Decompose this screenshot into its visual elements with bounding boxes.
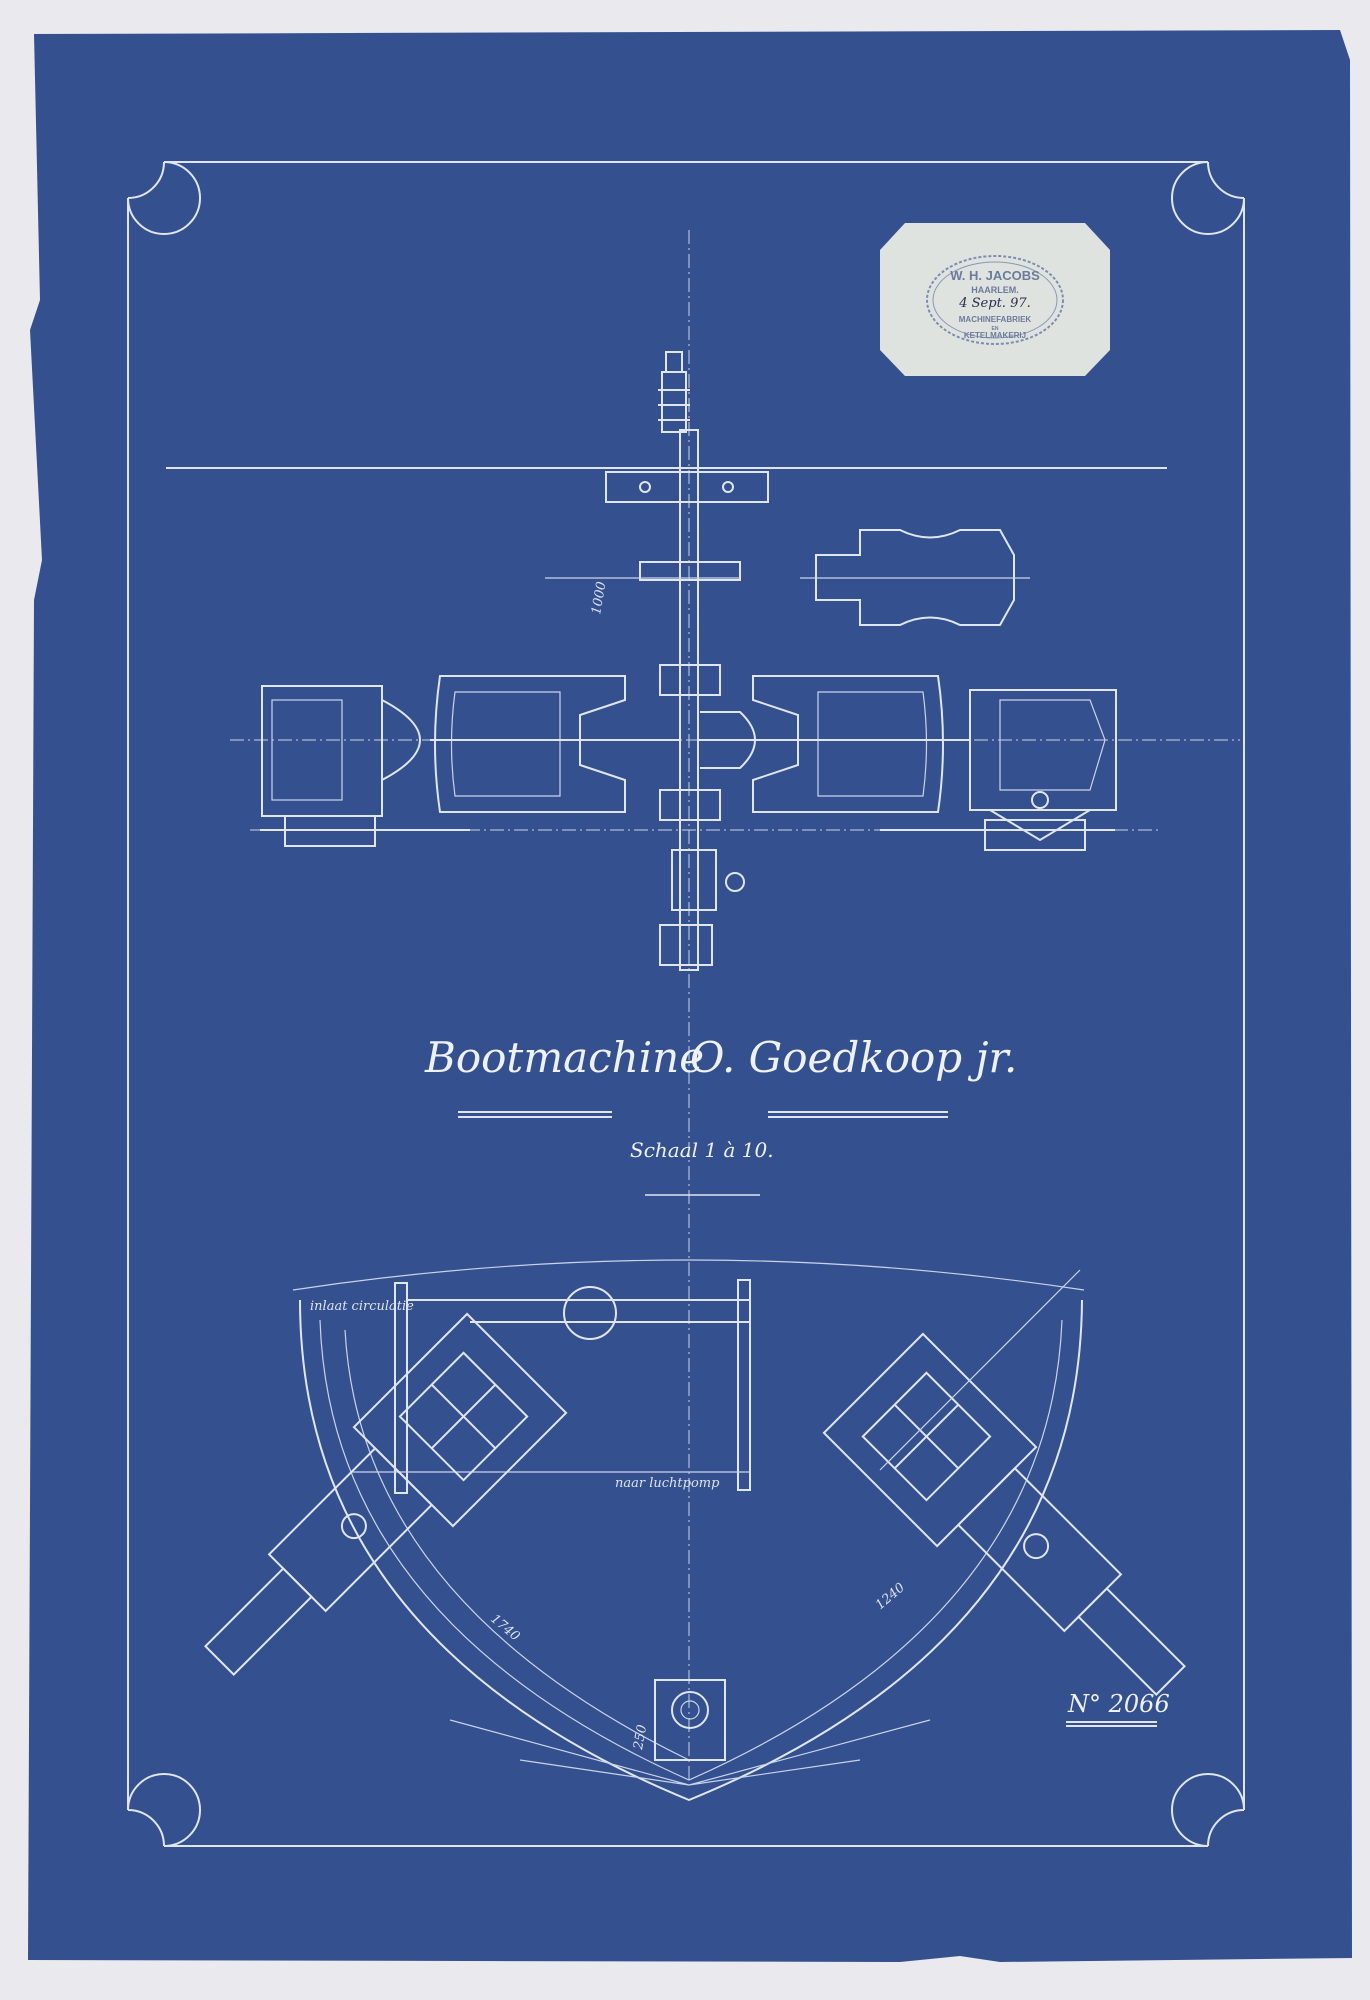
stamp-company: W. H. JACOBS <box>950 268 1040 283</box>
dimension-label-top: 1000 <box>589 580 610 615</box>
blueprint-paper <box>28 30 1352 1962</box>
number-underline <box>1066 1721 1157 1727</box>
drawing-number: N° 2066 <box>1067 1690 1170 1718</box>
stamp-line2: EN <box>992 326 999 332</box>
stamp-city: HAARLEM. <box>971 285 1019 295</box>
pump-label: naar luchtpomp <box>615 1476 720 1491</box>
section-view-drawing: inlaat circulatie naar luchtpomp 1740 12… <box>204 1259 1186 1802</box>
plan-view-drawing: 1000 <box>230 351 1240 971</box>
scale-label: Schaal 1 à 10. <box>630 1138 774 1162</box>
stamp-date: 4 Sept. 97. <box>958 296 1031 311</box>
title-underlines <box>458 1111 948 1196</box>
drawing-title-left: Bootmachine <box>424 1033 704 1082</box>
decorative-frame <box>127 161 1245 1847</box>
drawing-title-right: O. Goedkoop jr. <box>690 1033 1017 1082</box>
stamp-line1: MACHINEFABRIEK <box>959 315 1032 324</box>
stamp-line3: KETELMAKERIJ <box>964 331 1026 340</box>
inlet-label: inlaat circulatie <box>310 1299 414 1314</box>
dimension-label-bottom: 250 <box>631 1724 650 1752</box>
maker-stamp-label: W. H. JACOBS HAARLEM. 4 Sept. 97. MACHIN… <box>880 223 1110 376</box>
